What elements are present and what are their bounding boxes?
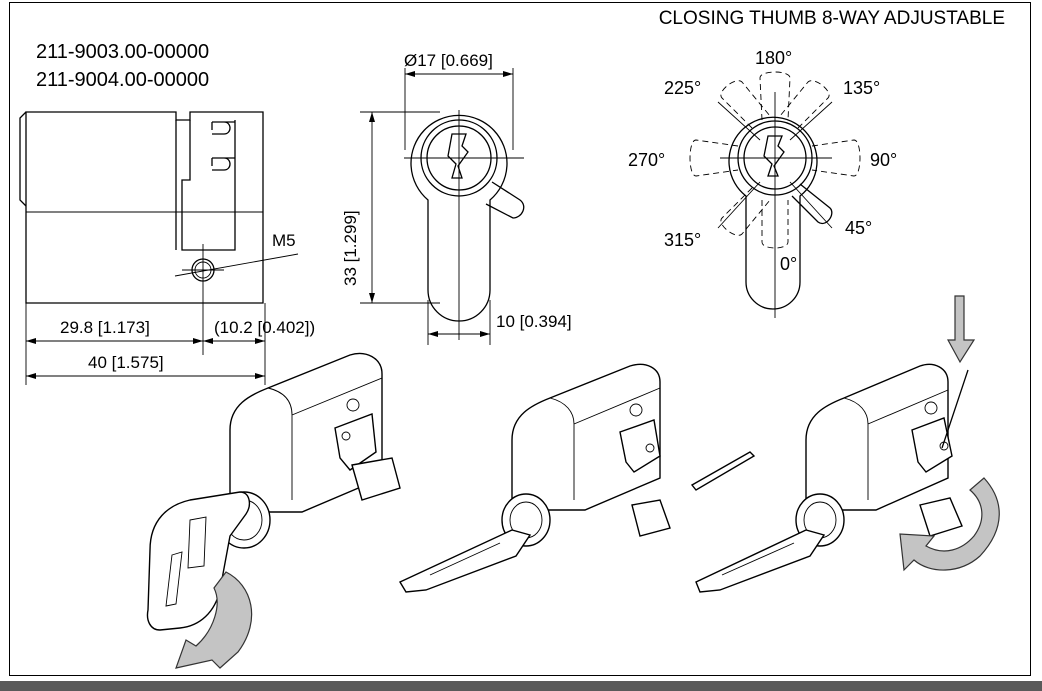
angle-view: 180° 225° 135° 270° 90° 315° 45° 0° [628,48,897,318]
angle-315: 315° [664,230,701,250]
angle-135: 135° [843,78,880,98]
thread-label: M5 [272,231,296,250]
angle-45: 45° [845,218,872,238]
rotate-arrow-icon-2 [899,477,1000,572]
side-view: M5 [19,111,299,355]
assembly-step-3 [695,295,1000,593]
angle-180: 180° [755,48,792,68]
front-view: Ø17 [0.669] 33 [1.299] 10 [0.394] [341,51,572,345]
pin-tool-icon [941,369,969,449]
assembly-step-2 [398,363,756,593]
down-arrow-icon [946,295,976,364]
assembly-step-1 [146,352,401,669]
rotate-arrow-icon-1 [175,571,253,669]
bottom-bar [0,681,1042,691]
side-view-dimensions: 29.8 [1.173] (10.2 [0.402]) 40 [1.575] [25,303,315,385]
part-number-2: 211-9004.00-00000 [36,69,209,91]
height-label: 33 [1.299] [341,210,360,286]
angle-225: 225° [664,78,701,98]
angle-0: 0° [780,254,797,274]
key-icon-2 [398,529,532,593]
diameter-label: Ø17 [0.669] [404,51,493,70]
dim-total-label: 40 [1.575] [88,353,164,372]
part-number-1: 211-9003.00-00000 [36,41,209,63]
drawing-frame [9,2,1031,676]
pin-icon [690,451,756,491]
angle-90: 90° [870,150,897,170]
width-label: 10 [0.394] [496,312,572,331]
dim-right-label: (10.2 [0.402]) [214,318,315,337]
dim-left-label: 29.8 [1.173] [60,318,150,337]
key-icon [146,491,251,631]
angle-270: 270° [628,150,665,170]
key-icon-3 [695,529,826,593]
key-profile-icon [447,133,469,179]
key-profile-icon-2 [763,135,785,177]
drawing-title: CLOSING THUMB 8-WAY ADJUSTABLE [659,8,1005,29]
